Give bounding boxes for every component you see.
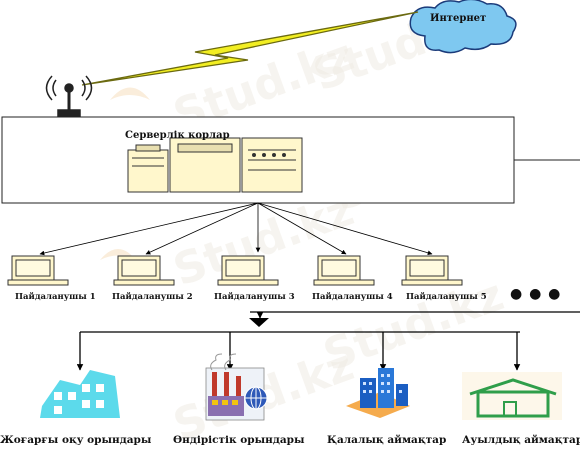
user-label-2: Пайдаланушы 2: [112, 292, 193, 302]
city-buildings-icon: [346, 368, 410, 418]
computer-icon-5: [401, 255, 463, 286]
computer-icon-2: [113, 255, 175, 286]
user-label-1: Пайдаланушы 1: [15, 292, 96, 302]
more-users-indicator: ● ● ●: [510, 286, 562, 302]
server-room-label: Серверлік корлар: [125, 130, 230, 141]
university-building-icon: [40, 370, 120, 418]
lightning-bolt-icon: [81, 11, 419, 86]
factory-icon: [205, 353, 268, 421]
distribution-arrows: [39, 202, 433, 256]
internet-label: Интернет: [430, 13, 487, 24]
internet-cloud-icon: [409, 0, 517, 54]
computer-icon-4: [313, 255, 375, 286]
user-label-4: Пайдаланушы 4: [312, 292, 393, 302]
bus-arrow-head: [249, 318, 269, 327]
user-label-3: Пайдаланушы 3: [214, 292, 295, 302]
house-icon: [462, 372, 562, 420]
destination-label-urban: Қалалық аймақтар: [327, 434, 447, 446]
user-label-5: Пайдаланушы 5: [406, 292, 487, 302]
bus-lines: [76, 311, 580, 371]
server-rack-icon: [127, 137, 303, 193]
computer-icon-1: [7, 255, 69, 286]
computer-icon-3: [217, 255, 279, 286]
watermark-bird-icon: [100, 87, 150, 260]
destination-label-industrial: Өндірістік орындары: [173, 434, 305, 446]
antenna-icon: [45, 75, 93, 118]
destination-label-universities: Жоғарғы оқу орындары: [0, 434, 152, 446]
destination-label-rural: Ауылдық аймақтар: [462, 434, 580, 446]
